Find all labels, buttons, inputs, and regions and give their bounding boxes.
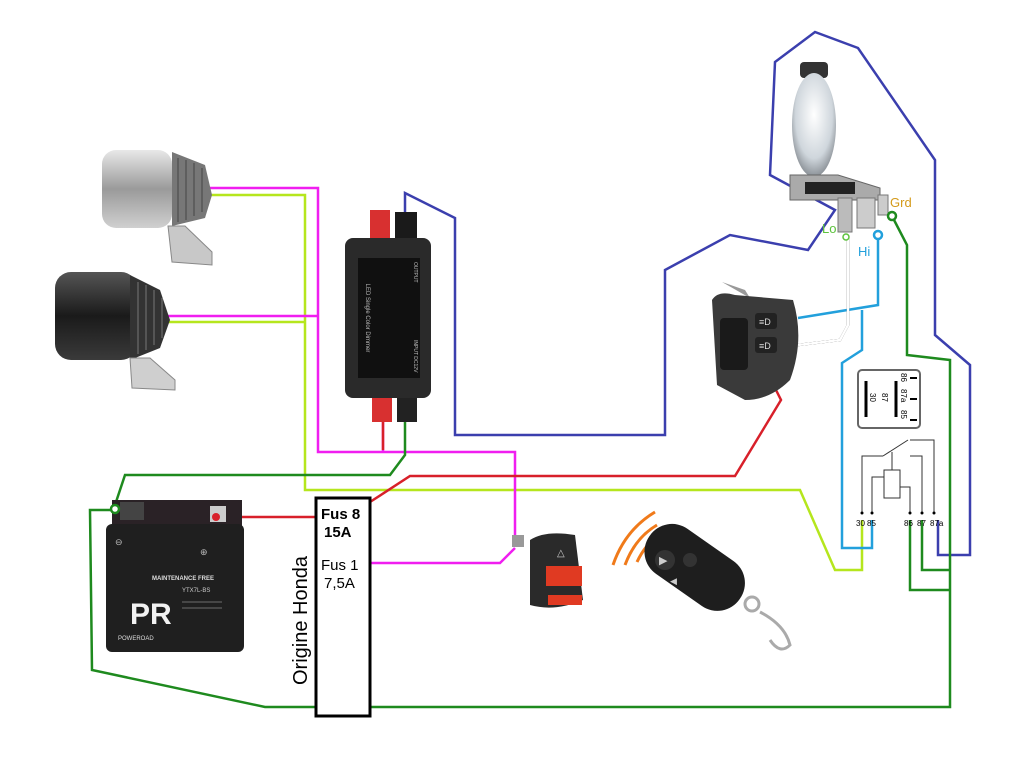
fusebox-side-label: Origine Honda	[290, 555, 312, 685]
hi-terminal	[872, 229, 884, 241]
led-dimmer: LED Single Color Dimmer OUTPUT INPUT DC1…	[345, 210, 431, 422]
fuse-box: Fus 8 15A Fus 1 7,5A Origine Honda	[290, 496, 372, 718]
play-icon: ▶	[659, 555, 668, 567]
wire-green	[88, 217, 952, 709]
positive-symbol-icon: ⊕	[200, 547, 208, 557]
wire-dark-blue	[403, 30, 972, 557]
push-button-switch: △	[512, 533, 583, 608]
high-beam-icon: ≡D	[759, 341, 771, 351]
wire-black-double	[797, 238, 850, 347]
dimmer-title: LED Single Color Dimmer	[364, 284, 370, 353]
relay-pin-87a: 87a	[930, 519, 944, 528]
relay-top-pin-85: 85	[899, 410, 908, 419]
h4-headlight-bulb: Lo Hi Grd	[789, 62, 912, 259]
hi-label: Hi	[858, 244, 870, 259]
lo-terminal	[842, 233, 850, 241]
fuse8-label: Fus 8	[321, 506, 360, 523]
back-icon: ◀	[670, 576, 677, 586]
battery-logo: PR	[130, 598, 172, 631]
keyring-icon	[743, 595, 792, 651]
lo-label: Lo	[822, 221, 836, 236]
low-beam-icon: ≡D	[759, 317, 771, 327]
relay-pin-85: 85	[867, 519, 876, 528]
wire-light-blue	[797, 237, 880, 550]
grd-terminal	[886, 210, 898, 222]
battery-label: MAINTENANCE FREE	[152, 576, 214, 582]
battery: ⊖ ⊕ MAINTENANCE FREE YTX7L-BS PR POWEROA…	[106, 500, 244, 652]
handlebar-light-switch: ≡D ≡D	[712, 282, 799, 400]
battery-model: YTX7L-BS	[182, 588, 210, 594]
dimmer-input-label: INPUT DC12V	[412, 340, 418, 373]
relay-top-pin-87a: 87a	[899, 389, 908, 403]
spotlight-silver	[102, 150, 213, 266]
relay-top-pin-87: 87	[880, 393, 889, 402]
grd-label: Grd	[890, 195, 912, 210]
relay: 30 87 86 87a 85 30 85 86 87 87a	[856, 369, 944, 528]
hazard-icon: △	[557, 548, 565, 559]
fuse8-rating: 15A	[324, 524, 352, 541]
relay-top-pin-30: 30	[868, 393, 877, 402]
relay-pin-30: 30	[856, 519, 865, 528]
fuse1-label: Fus 1	[321, 557, 359, 574]
relay-top-pin-86: 86	[899, 373, 908, 382]
wire-yellow-green	[168, 193, 864, 572]
remote-control: ▶ ◀	[611, 510, 792, 651]
spotlight-black	[55, 272, 176, 391]
battery-negative-terminal	[109, 503, 121, 515]
battery-positive-terminal	[212, 513, 220, 521]
fuse1-rating: 7,5A	[324, 575, 355, 592]
power-icon	[683, 553, 697, 567]
negative-symbol-icon: ⊖	[115, 537, 123, 547]
dimmer-output-label: OUTPUT	[412, 262, 418, 283]
battery-brand: POWEROAD	[118, 636, 154, 642]
relay-pin-86: 86	[904, 519, 913, 528]
relay-pin-87: 87	[917, 519, 926, 528]
